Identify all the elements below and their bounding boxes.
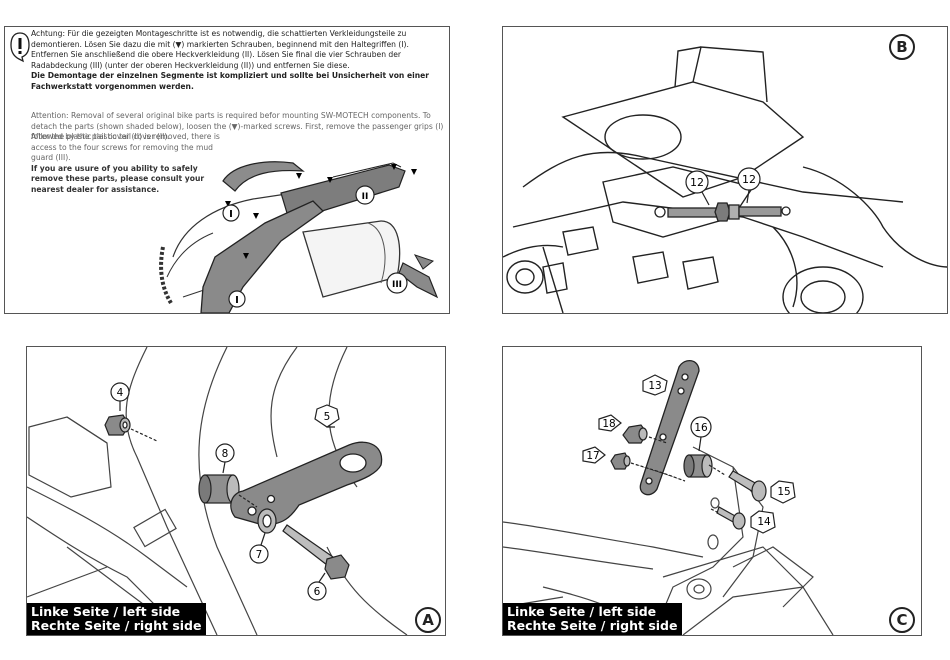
bracket-mounting-illustration: 13 18 17 16 15 14 <box>503 360 834 635</box>
german-warning-text: Achtung: Für die gezeigten Montageschrit… <box>31 29 443 93</box>
step-letter-b: B <box>889 34 915 60</box>
callout-washer: 7 <box>256 549 263 561</box>
callout-spacer: 16 <box>694 422 708 434</box>
label-tail-cover: II <box>362 192 369 202</box>
callout-bolt: 6 <box>314 586 321 598</box>
step-a-panel: 4 5 8 7 6 Linke Seite / left side Rechte… <box>26 346 446 636</box>
motorcycle-rear-illustration: I I II III <box>159 161 439 313</box>
label-mud-guard: III <box>392 280 402 290</box>
callout-bracket: 13 <box>648 380 661 392</box>
step-letter-c: C <box>889 607 915 633</box>
right-side-label: Rechte Seite / right side <box>31 618 202 633</box>
callout-bolt-left: 12 <box>690 176 704 189</box>
left-side-mounting-illustration: 4 5 8 7 6 <box>27 347 408 635</box>
english-paragraph-2: After the plastic tail cover (II) is rem… <box>31 132 220 163</box>
callout-plate: 5 <box>324 411 331 423</box>
english-warning-text: Attention: Removal of several original b… <box>31 111 444 142</box>
right-side-label: Rechte Seite / right side <box>507 618 678 633</box>
side-label: Linke Seite / left side Rechte Seite / r… <box>503 603 683 635</box>
german-bold-note: Die Demontage der einzelnen Segmente ist… <box>31 71 430 91</box>
step-letter-a: A <box>415 607 441 633</box>
side-label: Linke Seite / left side Rechte Seite / r… <box>27 603 207 635</box>
callout-nut: 4 <box>117 387 124 399</box>
left-side-label: Linke Seite / left side <box>31 604 181 619</box>
english-bold-note: If you are usure of you ability to safel… <box>31 163 205 194</box>
step-c-panel: 13 18 17 16 15 14 Linke Seite / left sid… <box>502 346 922 636</box>
callout-spacer: 8 <box>222 448 229 460</box>
callout-nut-large: 18 <box>602 418 615 430</box>
callout-screw-small: 14 <box>757 516 771 528</box>
left-side-label: Linke Seite / left side <box>507 604 657 619</box>
label-grip-lower: I <box>235 295 239 306</box>
warning-icon <box>10 32 30 63</box>
rear-bolts-illustration: 12 12 <box>503 46 947 313</box>
callout-screw-large: 15 <box>777 486 790 498</box>
step-b-panel: 12 12 B <box>502 26 948 314</box>
callout-bolt-right: 12 <box>742 173 756 186</box>
label-grip-upper: I <box>229 209 233 220</box>
german-paragraph: Achtung: Für die gezeigten Montageschrit… <box>31 29 409 70</box>
callout-nut-small: 17 <box>586 450 599 462</box>
english-warning-text-2: After the plastic tail cover (II) is rem… <box>31 132 223 196</box>
warning-panel: Achtung: Für die gezeigten Montageschrit… <box>4 26 450 314</box>
